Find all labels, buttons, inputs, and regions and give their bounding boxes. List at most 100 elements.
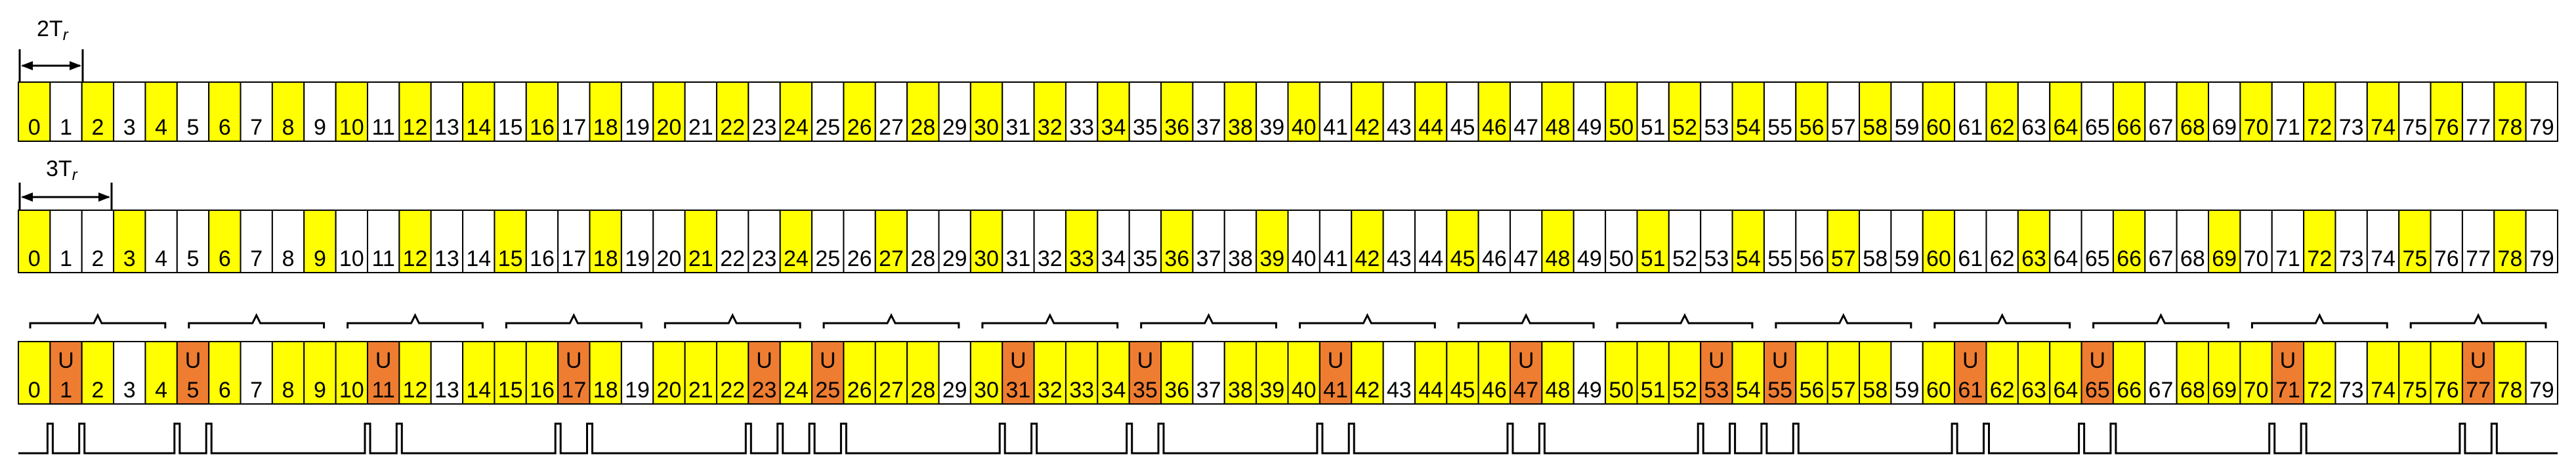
row1-slot-number-5: 5 bbox=[187, 115, 200, 140]
row1-slot-47 bbox=[1510, 81, 1543, 142]
row1-slot-number-10: 10 bbox=[339, 115, 364, 140]
row3-slot-number-59: 59 bbox=[1895, 378, 1920, 403]
row1-slot-number-45: 45 bbox=[1450, 115, 1475, 140]
row3-slot-52 bbox=[1668, 341, 1702, 405]
row3-slot-4 bbox=[144, 341, 178, 405]
row3-slot-mark-47: U bbox=[1518, 348, 1534, 373]
row3-slot-23 bbox=[748, 341, 781, 405]
row1-slot-66 bbox=[2112, 81, 2146, 142]
row1-slot-71 bbox=[2271, 81, 2305, 142]
row2-slot-number-1: 1 bbox=[60, 246, 72, 271]
row3-slot-77 bbox=[2461, 341, 2495, 405]
row2-slot-61 bbox=[1954, 210, 1987, 273]
row2-slot-7 bbox=[240, 210, 273, 273]
row1-slot-23 bbox=[748, 81, 781, 142]
row2-slot-47 bbox=[1510, 210, 1543, 273]
row1-slot-number-55: 55 bbox=[1767, 115, 1792, 140]
row2-slot-number-17: 17 bbox=[561, 246, 586, 271]
row3-slot-number-48: 48 bbox=[1546, 378, 1571, 403]
row3-brace-4 bbox=[664, 313, 801, 328]
row3-slot-number-12: 12 bbox=[403, 378, 428, 403]
row1-slot-number-70: 70 bbox=[2244, 115, 2269, 140]
row3-slot-64 bbox=[2049, 341, 2082, 405]
row2-slot-52 bbox=[1668, 210, 1702, 273]
row1-slot-number-62: 62 bbox=[1990, 115, 2015, 140]
row1-slot-number-75: 75 bbox=[2402, 115, 2427, 140]
row1-slot-number-3: 3 bbox=[123, 115, 136, 140]
row2-slot-13 bbox=[430, 210, 464, 273]
row3-slot-number-5: 5 bbox=[187, 378, 200, 403]
row1-slot-number-77: 77 bbox=[2466, 115, 2491, 140]
row1-slot-number-49: 49 bbox=[1577, 115, 1602, 140]
row2-slot-3 bbox=[113, 210, 146, 273]
row3-slot-number-24: 24 bbox=[784, 378, 809, 403]
row3-brace-11 bbox=[1775, 313, 1912, 328]
row1-slot-number-27: 27 bbox=[879, 115, 904, 140]
row3-slot-30 bbox=[969, 341, 1003, 405]
row3-slot-number-9: 9 bbox=[314, 378, 326, 403]
row3-slot-number-57: 57 bbox=[1831, 378, 1856, 403]
row2-slot-number-63: 63 bbox=[2021, 246, 2046, 271]
row3-slot-33 bbox=[1065, 341, 1099, 405]
row1-slot-number-53: 53 bbox=[1704, 115, 1729, 140]
row3-slot-58 bbox=[1859, 341, 1892, 405]
row3-slot-number-8: 8 bbox=[282, 378, 295, 403]
row3-slot-26 bbox=[843, 341, 876, 405]
row3-slot-number-67: 67 bbox=[2149, 378, 2174, 403]
row2-slot-number-19: 19 bbox=[625, 246, 650, 271]
row3-brace-2 bbox=[347, 313, 484, 328]
row3-slot-32 bbox=[1033, 341, 1066, 405]
row1-slot-25 bbox=[811, 81, 845, 142]
row3-slot-number-68: 68 bbox=[2180, 378, 2205, 403]
row2-slot-number-37: 37 bbox=[1196, 246, 1221, 271]
row1-slot-72 bbox=[2303, 81, 2336, 142]
row2-slot-number-65: 65 bbox=[2085, 246, 2110, 271]
row2-slot-38 bbox=[1223, 210, 1257, 273]
row2-slot-29 bbox=[938, 210, 971, 273]
row2-slot-number-36: 36 bbox=[1164, 246, 1189, 271]
row3-slot-number-76: 76 bbox=[2434, 378, 2459, 403]
row1-slot-58 bbox=[1859, 81, 1892, 142]
row2-slot-45 bbox=[1446, 210, 1479, 273]
row3-slot-number-4: 4 bbox=[155, 378, 167, 403]
row2-slot-53 bbox=[1700, 210, 1733, 273]
row2-slot-39 bbox=[1256, 210, 1289, 273]
row2-slot-number-30: 30 bbox=[974, 246, 999, 271]
row2-slot-19 bbox=[620, 210, 654, 273]
row2-slot-21 bbox=[684, 210, 717, 273]
row2-slot-number-46: 46 bbox=[1482, 246, 1507, 271]
row1-slot-79 bbox=[2525, 81, 2558, 142]
row2-slot-66 bbox=[2112, 210, 2146, 273]
row3-brace-14 bbox=[2250, 313, 2388, 328]
row3-slot-number-19: 19 bbox=[625, 378, 650, 403]
row3-slot-number-14: 14 bbox=[466, 378, 491, 403]
row1-slot-number-46: 46 bbox=[1482, 115, 1507, 140]
row3-slot-number-37: 37 bbox=[1196, 378, 1221, 403]
row3-slot-number-32: 32 bbox=[1038, 378, 1063, 403]
row2-slot-number-8: 8 bbox=[282, 246, 295, 271]
row3-slot-45 bbox=[1446, 341, 1479, 405]
row3-slot-13 bbox=[430, 341, 464, 405]
row1-slot-62 bbox=[1985, 81, 2019, 142]
row1-period-label-base: 2T bbox=[37, 16, 63, 41]
row2-slot-number-52: 52 bbox=[1672, 246, 1697, 271]
row3-slot-number-79: 79 bbox=[2529, 378, 2554, 403]
row2-slot-number-3: 3 bbox=[123, 246, 136, 271]
row1-period-label: 2Tr bbox=[37, 16, 69, 44]
row1-slot-number-25: 25 bbox=[815, 115, 840, 140]
row2-slot-25 bbox=[811, 210, 845, 273]
row1-slot-11 bbox=[366, 81, 400, 142]
row3-slot-number-29: 29 bbox=[942, 378, 967, 403]
row3-slot-71 bbox=[2271, 341, 2305, 405]
row2-slot-number-74: 74 bbox=[2371, 246, 2396, 271]
row2-slot-number-55: 55 bbox=[1767, 246, 1792, 271]
row1-slot-30 bbox=[969, 81, 1003, 142]
row1-slot-15 bbox=[494, 81, 527, 142]
row3-slot-number-40: 40 bbox=[1292, 378, 1317, 403]
row2-slot-12 bbox=[398, 210, 432, 273]
row1-slot-number-26: 26 bbox=[847, 115, 872, 140]
row2-slot-68 bbox=[2176, 210, 2210, 273]
row1-slot-12 bbox=[398, 81, 432, 142]
row3-slot-number-18: 18 bbox=[593, 378, 618, 403]
